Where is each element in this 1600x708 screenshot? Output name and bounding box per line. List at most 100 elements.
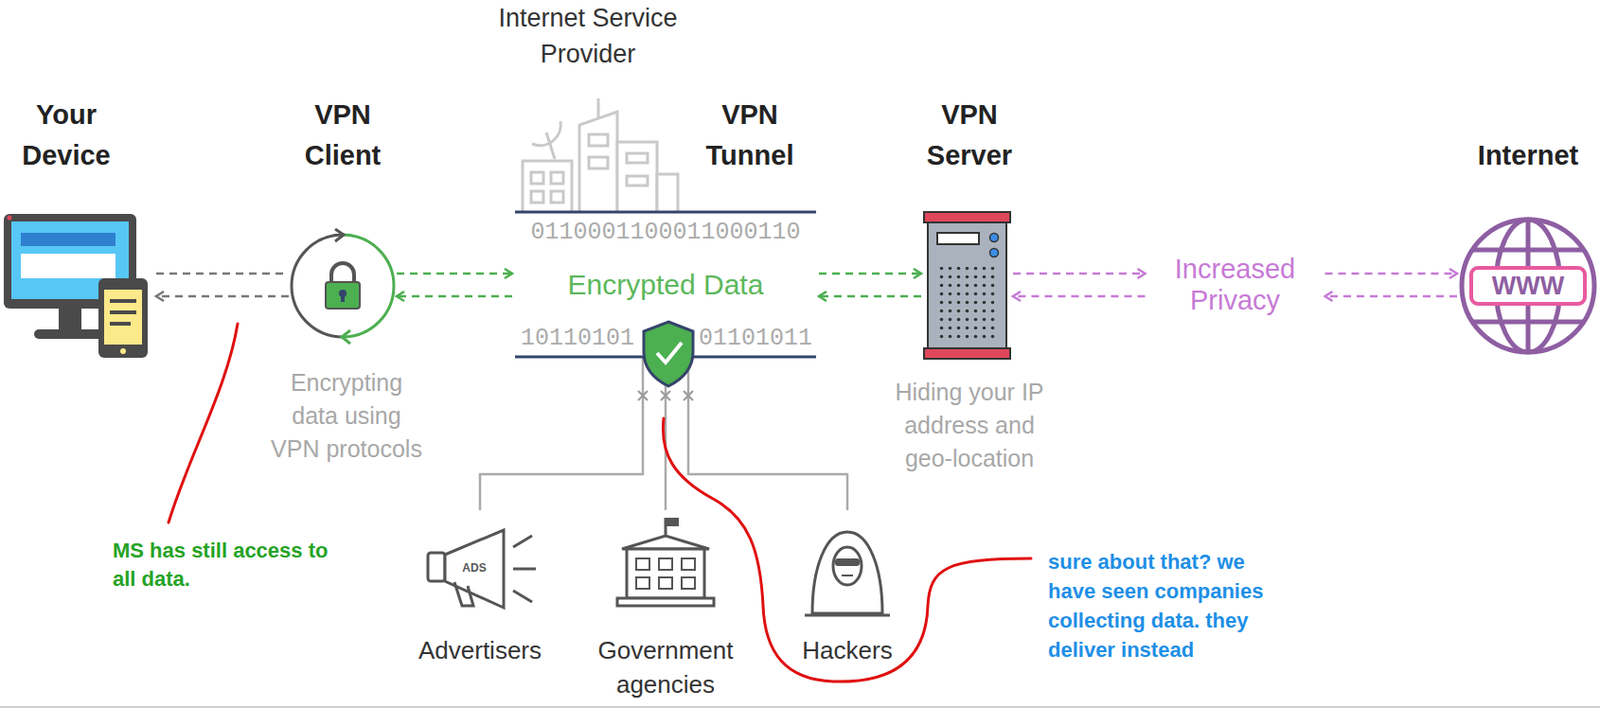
hacker-icon-part — [804, 614, 890, 618]
device-icon-part — [34, 329, 107, 339]
server-icon-part — [990, 233, 999, 243]
isp-building-part — [551, 191, 564, 203]
connector — [818, 273, 922, 297]
annotation-note: sure about that? we have seen companies … — [1048, 547, 1276, 665]
server-icon-part — [937, 232, 979, 245]
government-icon-part-part — [636, 577, 650, 589]
annotation-stroke-part — [168, 323, 238, 523]
isp-building-part — [597, 98, 601, 119]
binary-digits: 10110101 — [511, 326, 635, 352]
megaphone-icon-part — [454, 582, 474, 606]
threat-node: Advertisers — [423, 510, 537, 672]
isp-building-part — [626, 153, 648, 163]
lock-icon-part — [331, 263, 355, 285]
connector — [480, 356, 643, 511]
device-icon-part — [120, 348, 126, 355]
connector-line — [1325, 272, 1458, 276]
isp-building-part — [579, 111, 618, 214]
caption: Hiding your IP address and geo-location — [888, 375, 1051, 476]
isp-building — [522, 98, 678, 214]
device-icon-part — [20, 253, 116, 279]
device-icon-part — [109, 301, 137, 324]
government-icon-part-part — [681, 577, 695, 589]
threat-node: Government agencies — [608, 510, 723, 708]
column-heading: Internet Service Provider — [469, 0, 707, 72]
government-icon-part — [626, 549, 705, 599]
connector — [688, 356, 848, 511]
isp-building-part — [551, 172, 564, 184]
lock-icon-part — [335, 229, 344, 242]
connector-line — [818, 295, 922, 299]
shield-icon-part — [643, 321, 694, 387]
threat-node: Hackers — [790, 510, 905, 672]
tunnel-band-part — [515, 211, 817, 214]
device-node: Your Device — [3, 209, 154, 363]
threat-label: Government agencies — [585, 633, 747, 702]
government-icon-part-part — [658, 577, 673, 589]
connector-line — [156, 272, 289, 276]
isp-building-part — [588, 134, 608, 146]
isp-building-part — [531, 172, 544, 184]
globe-label: WWW — [1475, 270, 1581, 302]
vpn-client-node: VPN ClientEncrypting data using VPN prot… — [291, 234, 394, 338]
server-icon-part — [927, 221, 1007, 350]
connector-line — [1013, 272, 1146, 276]
connector-line — [1325, 295, 1458, 299]
lock-icon-part — [325, 282, 360, 309]
connector-line — [818, 272, 922, 276]
isp-building-part — [617, 142, 658, 214]
megaphone-icon — [427, 530, 536, 608]
megaphone-icon-part — [444, 530, 504, 608]
column-heading: VPN Tunnel — [688, 94, 812, 177]
edge-label: Increased Privacy — [1155, 253, 1316, 317]
isp-building-part — [588, 157, 608, 169]
device-icon-part — [98, 278, 148, 358]
column-heading: VPN Client — [285, 94, 400, 177]
isp-building-part — [522, 160, 572, 214]
binary-digits: 0110001100011000110 — [515, 220, 817, 246]
government-icon — [617, 517, 714, 606]
hacker-icon — [804, 532, 890, 616]
megaphone-icon-part — [513, 535, 536, 603]
vpn-server-node: VPN ServerHiding your IP address and geo… — [924, 212, 1011, 359]
annotation-note: MS has still access to all data. — [112, 536, 336, 594]
column-heading: Internet — [1457, 135, 1600, 177]
lock-icon-part — [341, 330, 351, 344]
globe-icon-part — [1471, 267, 1585, 304]
blocked-marks-part — [638, 391, 648, 401]
government-icon-part — [636, 558, 695, 589]
hacker-icon-part — [812, 532, 883, 614]
isp-building-part — [531, 191, 544, 203]
megaphone-label: ADS — [455, 561, 494, 575]
isp-building-part — [626, 176, 648, 186]
tunnel-label: Encrypted Data — [562, 266, 770, 303]
server-icon-part — [937, 266, 997, 341]
blocked-marks-part — [683, 391, 694, 401]
device-icon-part — [104, 289, 143, 345]
server-icon-part — [924, 348, 1011, 359]
connector-line — [480, 356, 643, 511]
connector — [156, 273, 289, 297]
device-icon-part — [20, 232, 116, 247]
connector-line — [396, 272, 513, 276]
government-icon-part-part — [681, 558, 695, 570]
connector-line — [688, 356, 848, 511]
connector — [396, 273, 513, 297]
annotation-stroke — [168, 323, 1032, 682]
government-icon-part — [665, 517, 679, 527]
server-icon-part — [924, 212, 1011, 223]
government-icon-part-part — [658, 558, 673, 570]
caption: Encrypting data using VPN protocols — [267, 366, 426, 466]
globe-icon — [1461, 219, 1595, 353]
isp-building-part — [657, 174, 678, 214]
connector-line — [1013, 295, 1146, 299]
device-icon-part — [7, 215, 13, 221]
connector-line — [396, 295, 513, 299]
shield-icon-part — [657, 342, 682, 363]
globe-icon-part — [1461, 219, 1595, 353]
government-icon-part — [617, 598, 714, 606]
shield-icon — [643, 321, 694, 387]
